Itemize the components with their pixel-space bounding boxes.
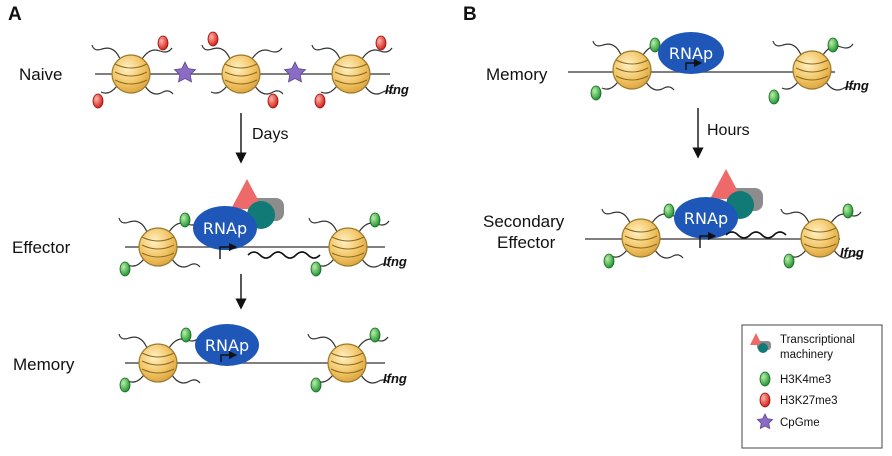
secondary-label-line2: Effector: [497, 233, 556, 252]
h3k27me3-mark: [92, 93, 104, 109]
h3k4me3-mark: [827, 37, 839, 53]
cpgme-star: [173, 61, 197, 83]
h3k4me3-mark: [649, 37, 661, 53]
nucleosome: [601, 208, 684, 259]
h3k27me3-mark: [314, 93, 326, 109]
ifng-gene-label: Ifng: [383, 254, 407, 269]
naive-label: Naive: [19, 65, 62, 84]
legend-label-h3k4me3: H3K4me3: [780, 374, 831, 386]
rnap-complex: RNAp: [195, 324, 259, 366]
panel-a-letter: A: [8, 4, 22, 25]
rnap-label: RNAp: [684, 209, 728, 228]
secondary-effector-row: Secondary Effector RNAp Ifng: [483, 169, 864, 269]
nucleosome: [772, 40, 855, 91]
rnap-complex: RNAp: [193, 206, 257, 250]
nucleosome: [308, 217, 391, 268]
h3k4me3-mark: [783, 253, 795, 269]
h3k4me3-mark: [590, 85, 602, 101]
legend-label-h3k27me3: H3K27me3: [780, 395, 838, 407]
h3k4me3-mark: [842, 203, 854, 219]
h3k4me3-mark: [663, 203, 675, 219]
h3k4me3-mark: [180, 327, 192, 343]
rnap-label: RNAp: [669, 44, 713, 63]
legend-label-cpgme: CpGme: [780, 417, 820, 429]
ifng-gene-label: Ifng: [840, 245, 864, 260]
rnap-complex: RNAp: [674, 197, 738, 239]
nucleosome: [201, 44, 284, 95]
tss-arrow: [685, 58, 703, 70]
h3k4me3-mark: [369, 327, 381, 343]
memory-row-b: Memory RNAp Ifng: [486, 32, 869, 105]
purple-star-icon: [756, 413, 774, 430]
h3k4me3-mark: [603, 253, 615, 269]
tss-arrow: [699, 231, 717, 248]
nucleosome: [311, 44, 394, 95]
nucleosome: [780, 208, 863, 259]
days-label: Days: [252, 126, 288, 143]
ifng-gene-label: Ifng: [845, 78, 869, 93]
rna-transcript: [247, 251, 321, 259]
ifng-gene-label: Ifng: [383, 371, 407, 386]
effector-label: Effector: [12, 238, 71, 257]
nucleosome: [118, 217, 201, 268]
h3k4me3-mark: [768, 89, 780, 105]
panel-b-letter: B: [463, 4, 477, 25]
h3k27me3-mark: [267, 93, 279, 109]
h3k27me3-mark: [207, 31, 219, 47]
secondary-label-line1: Secondary: [483, 212, 565, 231]
cpgme-star: [283, 61, 307, 83]
naive-row: Naive Ifng: [19, 31, 409, 109]
h3k4me3-mark: [119, 261, 131, 277]
h3k4me3-mark: [310, 377, 322, 393]
h3k27me3-mark: [375, 35, 387, 51]
memory-label-b: Memory: [486, 65, 548, 84]
nucleosome: [91, 44, 174, 95]
hours-label: Hours: [707, 122, 750, 139]
ifng-gene-label: Ifng: [385, 82, 409, 97]
h3k4me3-mark: [119, 377, 131, 393]
rna-transcript: [725, 231, 787, 239]
transcriptional-machinery: [710, 169, 763, 219]
tss-arrow: [219, 242, 238, 259]
legend-label-machinery-line2: machinery: [780, 349, 833, 361]
nucleosome: [592, 40, 675, 91]
tss-arrow: [220, 350, 238, 362]
legend-label-machinery-line1: Transcriptional: [780, 334, 855, 346]
rnap-label: RNAp: [205, 336, 249, 355]
red-oval-icon: [759, 392, 771, 408]
effector-row: Effector RNAp Ifng: [12, 179, 407, 277]
h3k4me3-mark: [310, 261, 322, 277]
h3k4me3-mark: [369, 212, 381, 228]
h3k27me3-mark: [157, 35, 169, 51]
memory-row-a: Memory RNAp Ifng: [13, 324, 407, 393]
rnap-complex: RNAp: [658, 32, 724, 74]
transcriptional-machinery-icon: [750, 333, 771, 353]
legend: Transcriptional machinery H3K4me3 H3K27m…: [741, 324, 883, 449]
rnap-label: RNAp: [203, 219, 247, 238]
memory-label-a: Memory: [13, 355, 75, 374]
green-oval-icon: [759, 371, 771, 387]
h3k4me3-mark: [179, 212, 191, 228]
